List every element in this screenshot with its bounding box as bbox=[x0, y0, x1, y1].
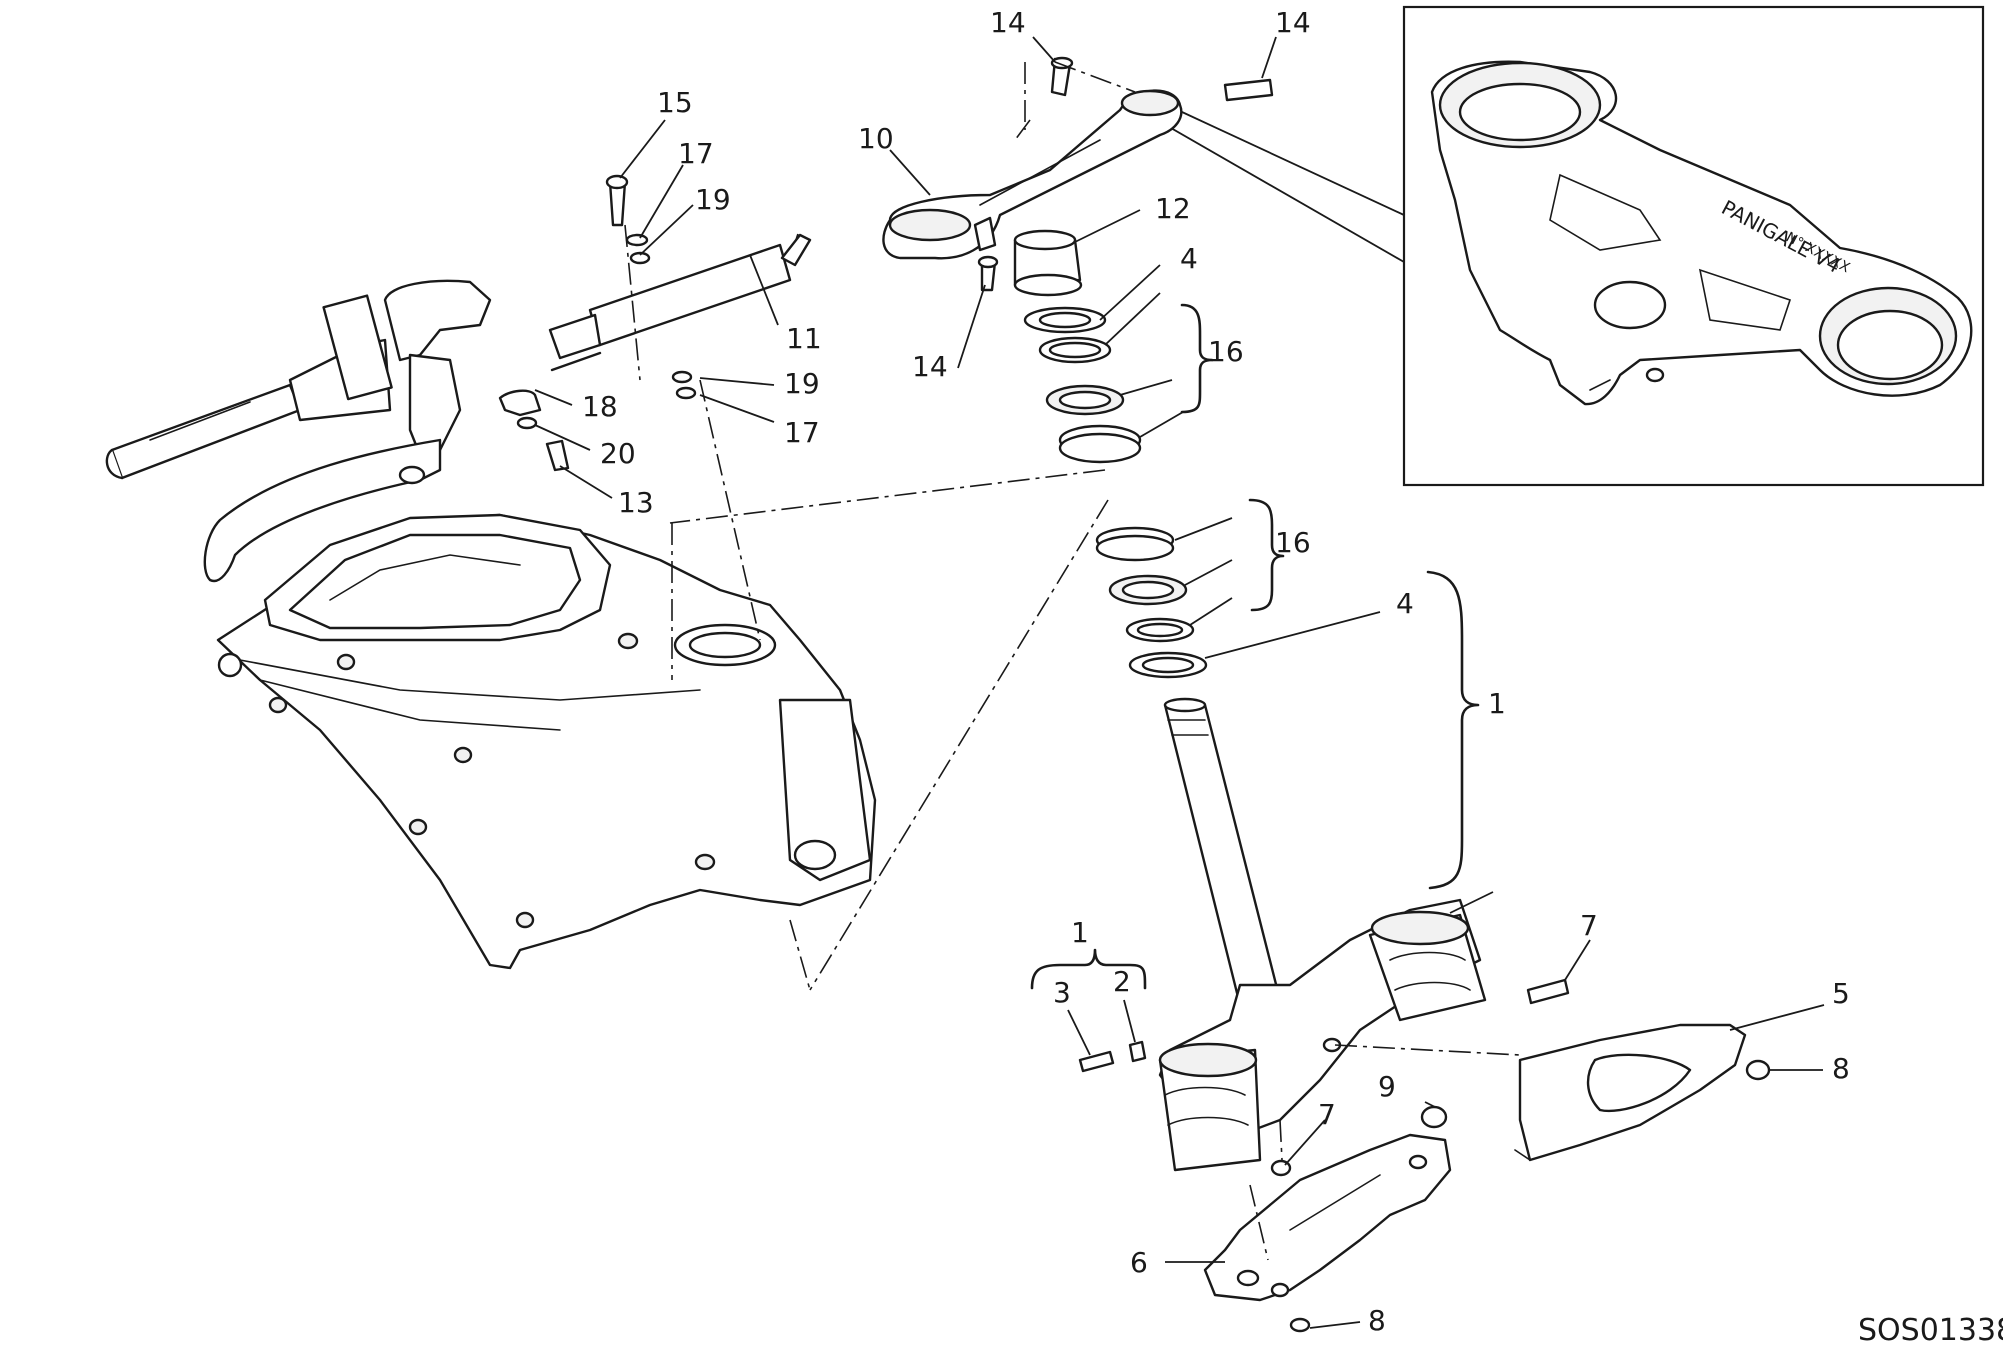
callout-17: 17 bbox=[784, 416, 820, 449]
callout-18: 18 bbox=[582, 390, 618, 423]
callout-14: 14 bbox=[1275, 6, 1311, 39]
bracket-6-drawing bbox=[1203, 1133, 1452, 1302]
callout-11: 11 bbox=[786, 322, 822, 355]
brace-markers bbox=[1030, 303, 1480, 990]
callout-3: 3 bbox=[1053, 976, 1071, 1009]
callout-14: 14 bbox=[990, 6, 1026, 39]
handlebar-lever-assembly bbox=[105, 279, 492, 583]
damper-hardware bbox=[516, 174, 697, 472]
leader-lines bbox=[534, 36, 1825, 1329]
callout-7: 7 bbox=[1318, 1098, 1336, 1131]
callout-19: 19 bbox=[695, 183, 731, 216]
callout-16: 16 bbox=[1275, 526, 1311, 559]
frame-drawing bbox=[216, 513, 877, 970]
steering-damper-drawing bbox=[498, 233, 812, 417]
callout-19: 19 bbox=[784, 367, 820, 400]
assembly-lines bbox=[624, 61, 1521, 1261]
drawing-code: SOS01338 bbox=[1858, 1313, 2003, 1348]
bracket-5-drawing bbox=[1514, 1023, 1747, 1162]
callout-12: 12 bbox=[1155, 192, 1191, 225]
callout-17: 17 bbox=[678, 137, 714, 170]
callout-7: 7 bbox=[1580, 909, 1598, 942]
upper-bearing-stack bbox=[1013, 229, 1142, 464]
callout-9: 9 bbox=[1378, 1070, 1396, 1103]
callout-6: 6 bbox=[1130, 1246, 1148, 1279]
callout-14: 14 bbox=[912, 350, 948, 383]
callout-1: 1 bbox=[1071, 916, 1089, 949]
callout-8: 8 bbox=[1832, 1052, 1850, 1085]
callout-10: 10 bbox=[858, 122, 894, 155]
callout-15: 15 bbox=[657, 86, 693, 119]
callout-4: 4 bbox=[1180, 242, 1198, 275]
lower-hardware bbox=[1078, 978, 1771, 1333]
lower-yoke-drawing bbox=[1158, 697, 1487, 1172]
callout-20: 20 bbox=[600, 437, 636, 470]
callout-2: 2 bbox=[1113, 965, 1131, 998]
callout-16: 16 bbox=[1208, 335, 1244, 368]
callout-13: 13 bbox=[618, 486, 654, 519]
callout-1: 1 bbox=[1488, 687, 1506, 720]
inset-top-yoke-drawing: PANIGALE V4 N° XXXXX bbox=[1430, 60, 1973, 406]
callout-8: 8 bbox=[1368, 1304, 1386, 1337]
callout-labels: 14 14 14 10 12 4 16 15 17 19 11 18 19 17… bbox=[582, 6, 1850, 1337]
callout-5: 5 bbox=[1832, 977, 1850, 1010]
top-yoke-drawing bbox=[882, 56, 1274, 292]
lower-bearing-stack bbox=[1095, 526, 1208, 679]
callout-4: 4 bbox=[1396, 587, 1414, 620]
